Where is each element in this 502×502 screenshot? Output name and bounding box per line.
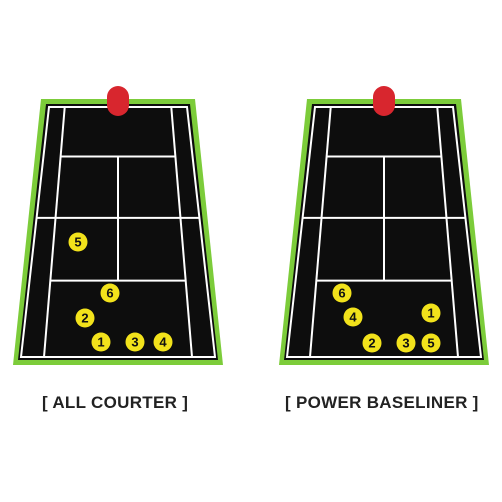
court-all-courter: 5 6 21 3 4 — [13, 86, 223, 365]
ball-1 — [421, 303, 441, 323]
ball-1 — [91, 332, 111, 352]
caption-power-baseliner: [ POWER BASELINER ] — [285, 393, 479, 412]
ball-3-label: 3 — [131, 335, 138, 350]
net-marker — [107, 86, 129, 116]
ball-3 — [125, 332, 145, 352]
ball-3 — [396, 333, 416, 353]
court-boundary-line — [19, 106, 217, 358]
court-boundary-line — [285, 106, 483, 358]
ball-1-label: 1 — [427, 306, 434, 321]
singles-sideline-left — [309, 106, 332, 358]
ball-2 — [75, 308, 95, 328]
ball-3-label: 3 — [402, 336, 409, 351]
caption-all-courter: [ ALL COURTER ] — [42, 393, 189, 412]
ball-6 — [100, 283, 120, 303]
ball-4-label: 4 — [349, 310, 357, 325]
ball-2-label: 2 — [368, 336, 375, 351]
ball-6 — [332, 283, 352, 303]
court-power-baseliner: 642 3 1 5 — [279, 86, 489, 365]
ball-5-label: 5 — [427, 336, 434, 351]
ball-5-label: 5 — [74, 235, 81, 250]
ball-1-label: 1 — [97, 335, 104, 350]
singles-sideline-left — [43, 106, 66, 358]
ball-5 — [421, 333, 441, 353]
ball-2-label: 2 — [81, 311, 88, 326]
ball-2 — [362, 333, 382, 353]
net-marker — [373, 86, 395, 116]
ball-4 — [343, 307, 363, 327]
ball-4 — [153, 332, 173, 352]
ball-6-label: 6 — [338, 286, 345, 301]
ball-4-label: 4 — [159, 335, 167, 350]
ball-6-label: 6 — [106, 286, 113, 301]
singles-sideline-right — [436, 106, 459, 358]
singles-sideline-right — [170, 106, 193, 358]
ball-5 — [68, 232, 88, 252]
